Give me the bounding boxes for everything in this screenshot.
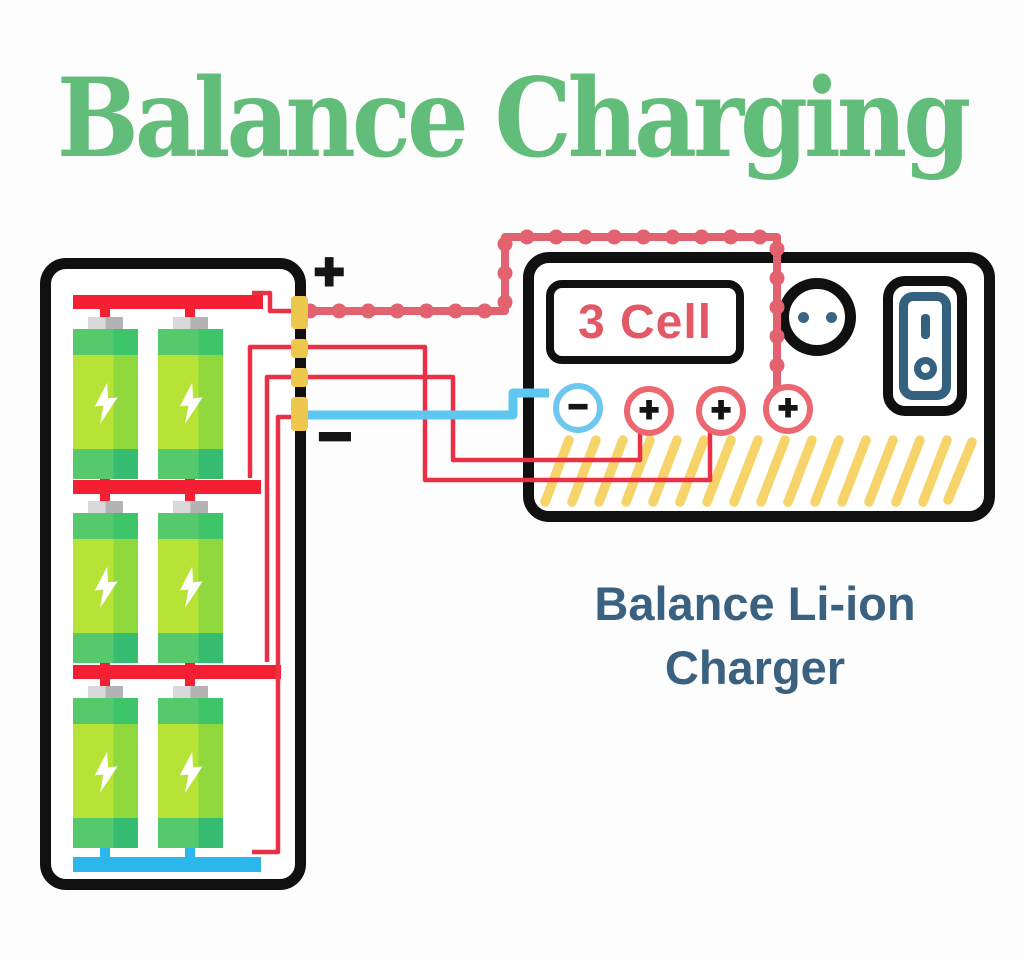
lightning-icon — [94, 751, 118, 793]
battery-cap — [88, 317, 123, 332]
lightning-icon — [94, 566, 118, 608]
terminal-stub — [100, 482, 110, 517]
battery-body — [73, 513, 138, 663]
lightning-icon — [179, 382, 203, 424]
terminal-stub — [100, 667, 110, 702]
terminal-positive-3: + — [763, 384, 813, 434]
charger-caption-line2: Charger — [664, 641, 846, 694]
battery-cell — [73, 501, 138, 665]
balance-charger-box: 3 Cell − + + + — [523, 252, 995, 522]
balance-connector-pin-2 — [291, 339, 308, 358]
battery-pack-box — [40, 258, 306, 890]
pack-positive-label: + — [312, 243, 345, 301]
battery-cap — [173, 501, 208, 516]
battery-body — [73, 329, 138, 479]
charger-caption: Balance Li-ion Charger — [500, 572, 1010, 700]
switch-on-mark — [920, 314, 930, 339]
battery-cap — [173, 686, 208, 701]
battery-body — [73, 698, 138, 848]
battery-body — [158, 698, 223, 848]
battery-cell — [158, 686, 223, 850]
charger-caption-line1: Balance Li-ion — [594, 577, 916, 630]
bus-bar-positive — [73, 295, 263, 309]
bus-bar-mid-2 — [73, 665, 281, 679]
lightning-icon — [94, 382, 118, 424]
terminal-positive-1: + — [624, 386, 674, 436]
terminal-negative: − — [553, 383, 603, 433]
battery-body — [158, 329, 223, 479]
terminal-stub — [185, 667, 195, 702]
terminal-positive-2: + — [696, 386, 746, 436]
battery-cell — [158, 317, 223, 481]
pack-negative-label: − — [317, 404, 354, 469]
battery-body — [158, 513, 223, 663]
battery-cell — [158, 501, 223, 665]
bus-bar-mid-1 — [73, 480, 261, 494]
lightning-icon — [179, 566, 203, 608]
battery-cap — [88, 501, 123, 516]
battery-cap — [88, 686, 123, 701]
page-title: Balance Charging — [56, 54, 971, 182]
terminal-stub — [100, 835, 110, 865]
power-switch-icon — [883, 276, 967, 416]
balance-connector-pin-4 — [291, 397, 308, 431]
balance-connector-pin-1 — [291, 296, 308, 329]
battery-cell — [73, 317, 138, 481]
terminal-stub — [185, 297, 195, 331]
cell-count-display: 3 Cell — [546, 280, 744, 364]
lightning-icon — [179, 751, 203, 793]
terminal-stub — [185, 835, 195, 865]
terminal-stub — [185, 482, 195, 517]
balance-connector-pin-3 — [291, 368, 308, 387]
power-socket-icon — [778, 278, 856, 356]
switch-off-mark — [913, 357, 937, 380]
bus-bar-negative — [73, 857, 261, 872]
battery-cap — [173, 317, 208, 332]
battery-cell — [73, 686, 138, 850]
terminal-stub — [100, 297, 110, 331]
